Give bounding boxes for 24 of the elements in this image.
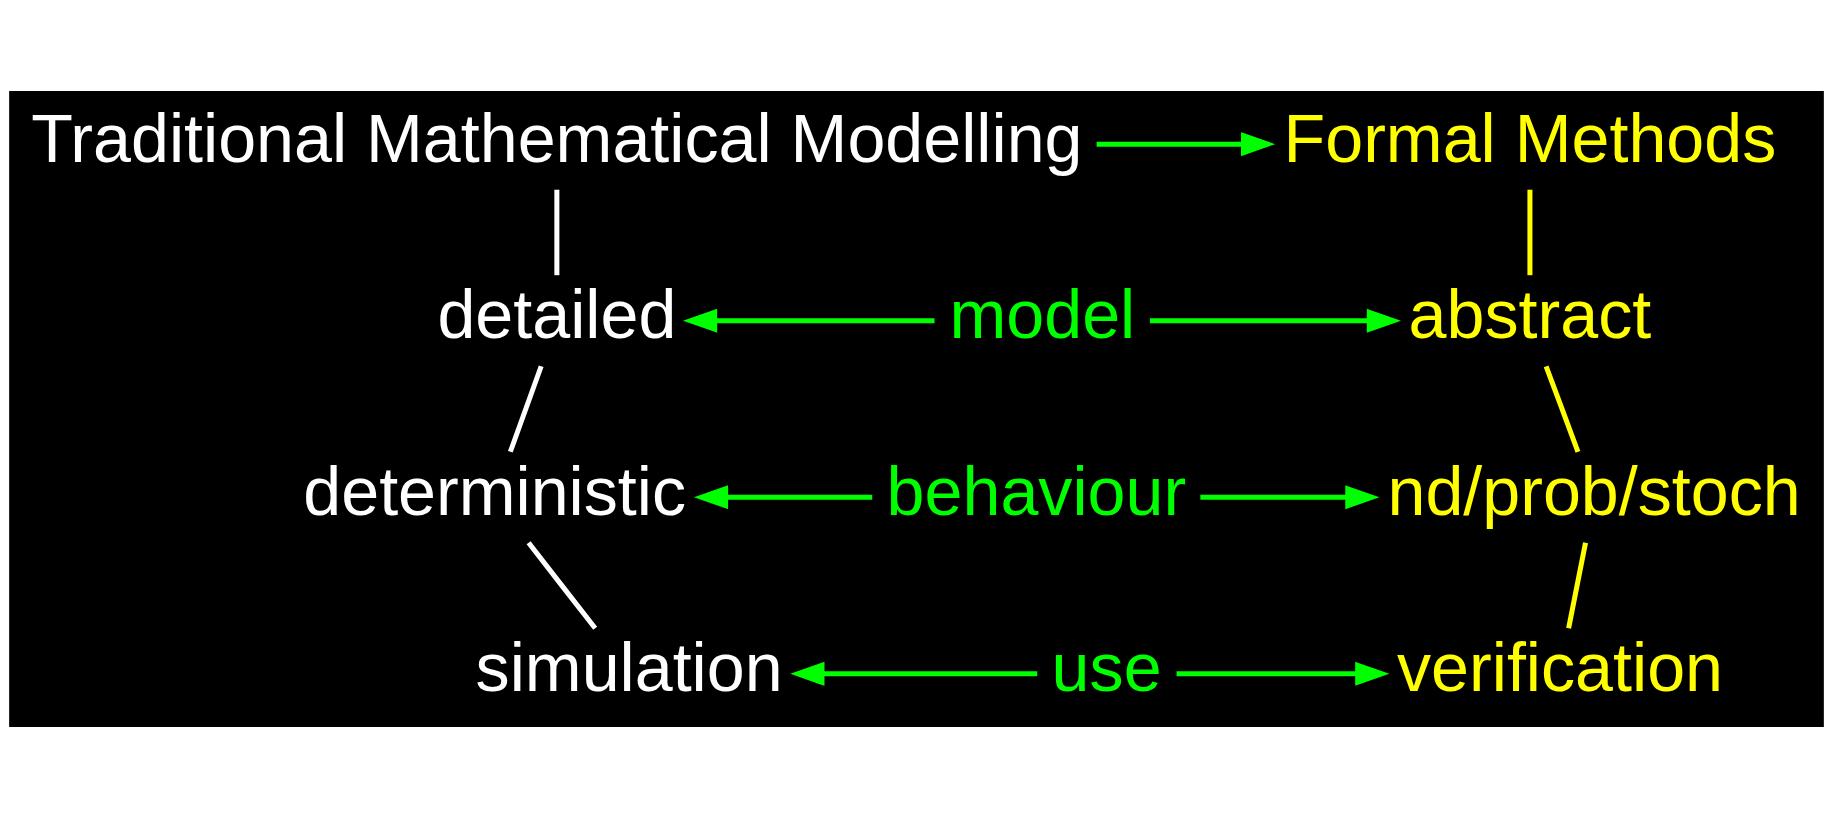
connector — [1527, 189, 1533, 276]
connector — [1543, 365, 1581, 453]
arrow — [1176, 661, 1390, 686]
node-text: model — [949, 276, 1136, 353]
node-text: deterministic — [303, 452, 687, 529]
node-text: behaviour — [886, 452, 1187, 529]
arrow — [1200, 485, 1380, 510]
connector — [508, 365, 544, 453]
node-text: detailed — [437, 276, 677, 353]
node-text: verification — [1397, 629, 1724, 706]
node-text: abstract — [1408, 276, 1652, 353]
arrow — [682, 308, 935, 333]
connector — [1566, 542, 1588, 629]
arrow — [790, 661, 1038, 686]
connector — [526, 541, 598, 630]
arrow — [1150, 308, 1401, 333]
node-text: nd/prob/stoch — [1387, 452, 1801, 529]
connector — [554, 189, 560, 276]
arrow — [1096, 132, 1276, 157]
node-text: Formal Methods — [1283, 99, 1777, 176]
arrow — [693, 485, 873, 510]
node-text: use — [1051, 629, 1162, 706]
node-text: Traditional Mathematical Modelling — [31, 99, 1083, 176]
node-text: simulation — [475, 629, 783, 706]
